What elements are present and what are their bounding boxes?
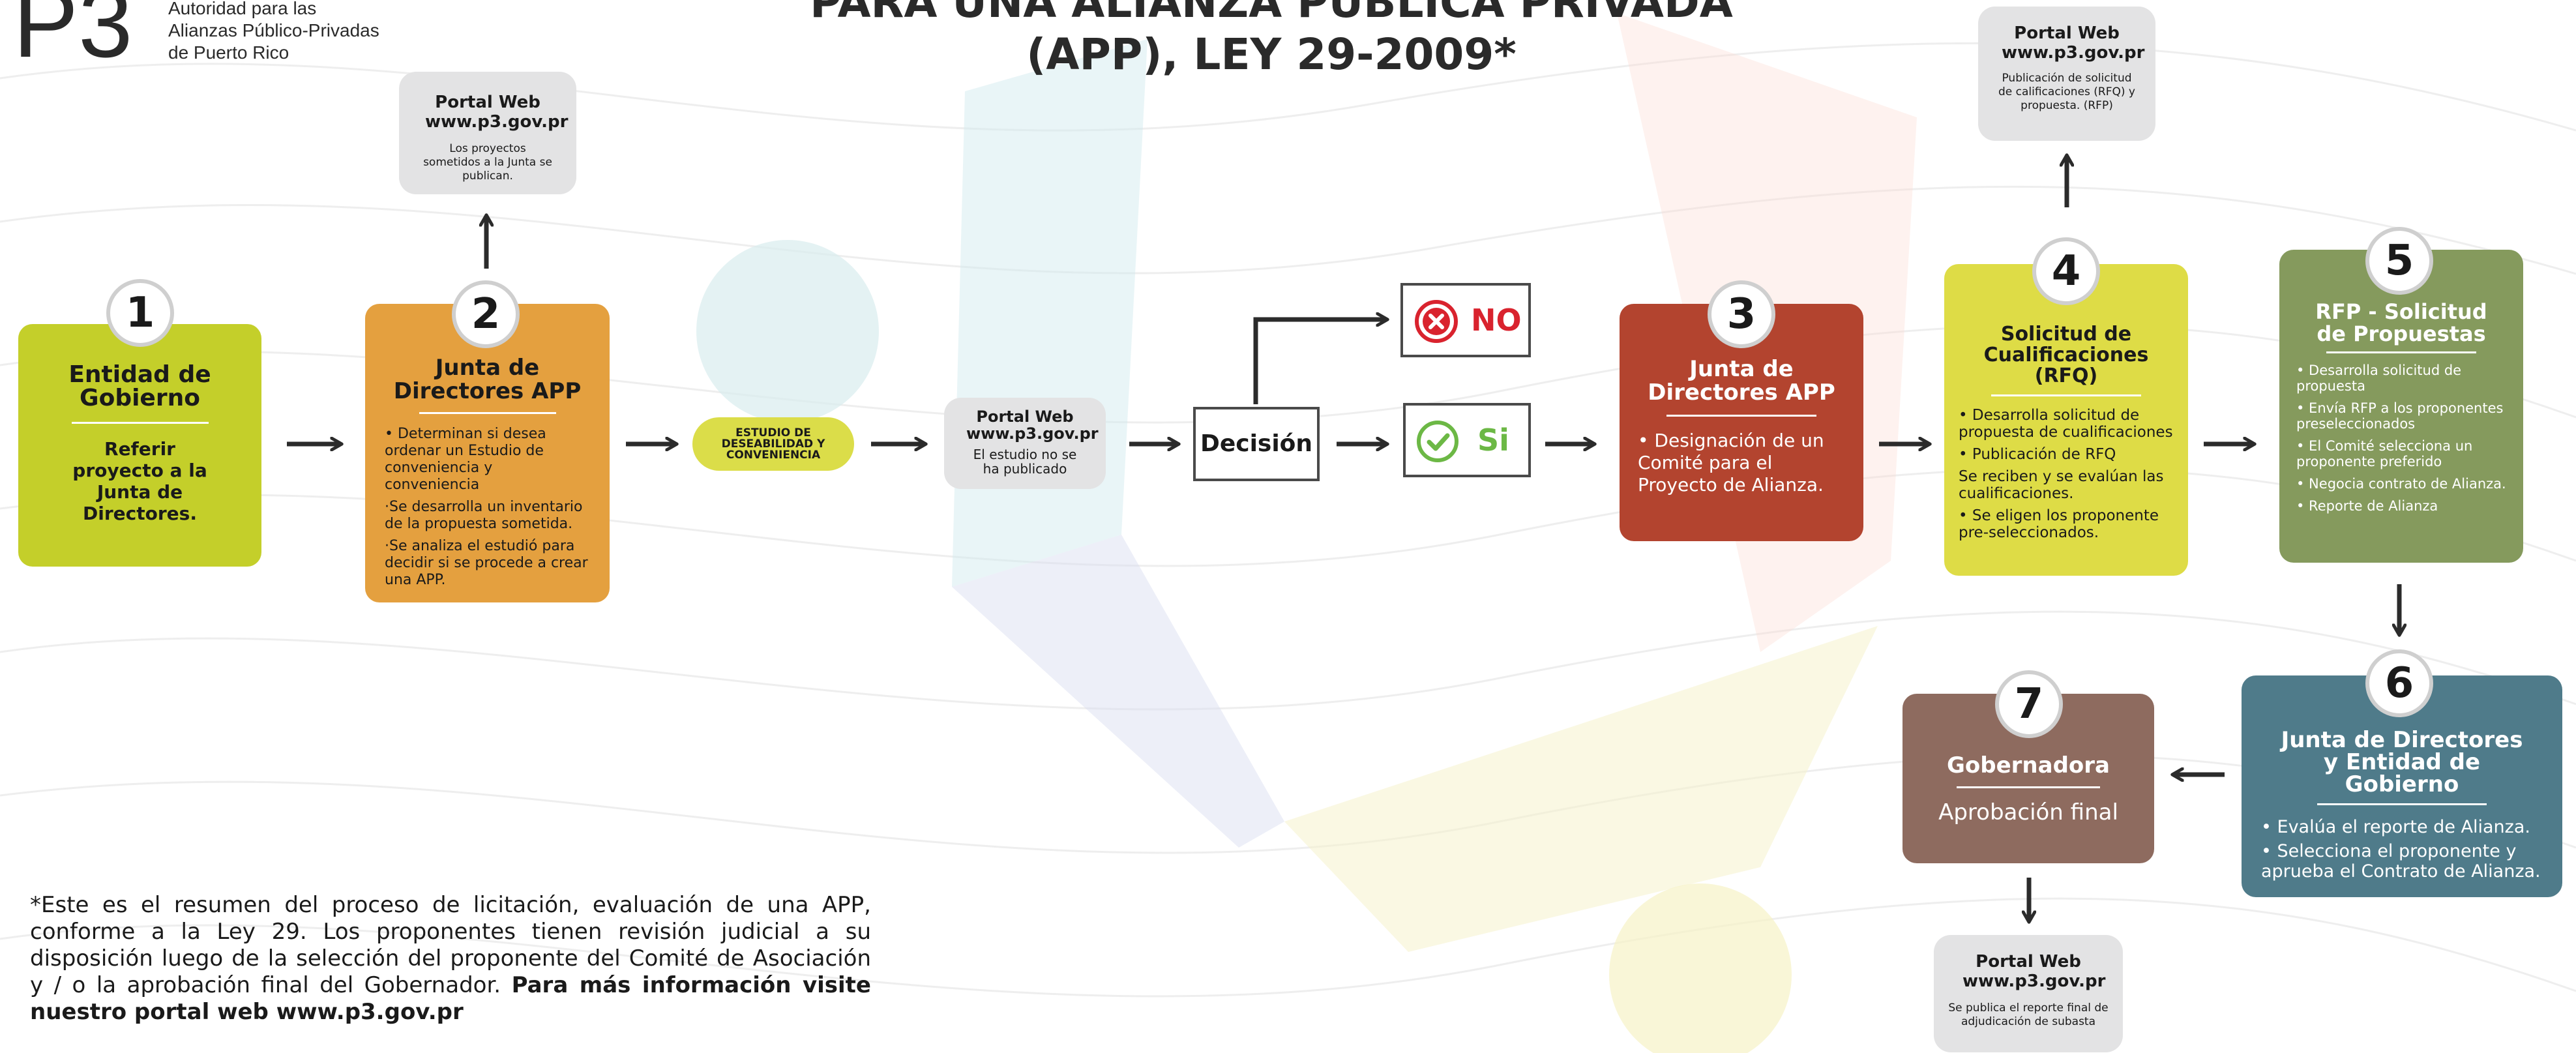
step-2-divider [419,412,556,414]
step-1-divider [71,422,209,424]
decision-no-box: NO [1400,283,1531,357]
no-label: NO [1471,303,1522,338]
title-line-1: PARA UNA ALIANZA PÚBLICA PRIVADA [810,0,1733,27]
decision-label: Decisión [1200,430,1313,457]
step-3-number: 3 [1708,280,1775,348]
checkmark-icon [1417,421,1458,462]
step-5-list: • Desarrolla solicitud de propuesta • En… [2290,363,2513,514]
footnote: *Este es el resumen del proceso de licit… [30,892,871,1026]
step-3-title: Junta de Directores APP [1648,356,1835,406]
footnote-text: *Este es el resumen del proceso de licit… [30,892,871,998]
step-6-number: 6 [2365,649,2433,717]
portal-title: Portal Web www.p3.gov.pr [425,93,569,132]
step-4-title: Solicitud de Cualificaciones (RFQ) [1983,323,2149,387]
step-1-number: 1 [106,279,174,347]
decision-yes-box: Si [1403,403,1531,477]
footnote-link-text: Para más información visite nuestro port… [30,972,871,1025]
org-line-1: Autoridad para las [168,0,317,18]
logo: P3 [13,0,163,72]
step-3-item: • Designación de un Comité para el Proye… [1638,430,1824,496]
page-title: PARA UNA ALIANZA PÚBLICA PRIVADA (APP), … [717,0,1826,81]
step-6-list: • Evalúa el reporte de Alianza. • Selecc… [2253,817,2551,882]
step-3-list: • Designación de un Comité para el Proye… [1631,430,1852,496]
step-2-number: 2 [452,280,520,348]
portal-desc: Los proyectos sometidos a la Junta se pu… [423,142,552,183]
step-2-list: • Determinan si desea ordenar un Estudio… [377,426,598,589]
portal-step-2: Portal Web www.p3.gov.pr Los proyectos s… [399,72,576,194]
step-2-item: ·Se desarrolla un inventario de la propu… [385,499,583,532]
decision-box: Decisión [1193,407,1320,481]
org-name: Autoridad para las Alianzas Público-Priv… [168,0,379,64]
step-3-divider [1666,415,1816,417]
portal-desc: Se publica el reporte final de adjudicac… [1948,1001,2109,1028]
arrow-decision-to-no [1253,319,1386,404]
step-2-item: ·Se analiza el estudió para decidir si s… [385,538,588,588]
step-6-item: • Selecciona el proponente y aprueba el … [2261,841,2541,882]
portal-step-7: Portal Web www.p3.gov.pr Se publica el r… [1934,935,2123,1052]
step-7-number: 7 [1995,670,2063,738]
step-1-box: Entidad de Gobierno Referir proyecto a l… [18,324,261,567]
portal-desc: Publicación de solicitud de calificacion… [1998,72,2135,112]
step-4-divider [1991,394,2141,396]
portal-title: Portal Web www.p3.gov.pr [966,408,1099,443]
step-4-item: • Publicación de RFQ [1959,446,2116,463]
org-line-3: de Puerto Rico [168,42,289,63]
portal-step-4: Portal Web www.p3.gov.pr Publicación de … [1978,7,2155,141]
portal-title: Portal Web www.p3.gov.pr [2002,23,2145,63]
step-4-box: Solicitud de Cualificaciones (RFQ) • Des… [1944,264,2188,576]
study-label: ESTUDIO DE DESEABILIDAD Y CONVENIENCIA [721,426,825,462]
step-7-box: Gobernadora Aprobación final [1902,694,2154,863]
step-2-box: Junta de Directores APP • Determinan si … [365,304,610,602]
step-7-title: Gobernadora [1947,752,2110,779]
no-icon [1415,300,1458,343]
step-6-title: Junta de Directores y Entidad de Gobiern… [2281,727,2523,797]
portal-study: Portal Web www.p3.gov.pr El estudio no s… [944,398,1106,489]
step-2-item: • Determinan si desea ordenar un Estudio… [385,426,546,493]
step-5-divider [2326,351,2476,353]
step-1-title: Entidad de Gobierno [68,361,211,411]
step-4-list: • Desarrolla solicitud de propuesta de c… [1955,407,2178,541]
step-5-box: RFP - Solicitud de Propuestas • Desarrol… [2279,250,2523,563]
step-6-divider [2317,803,2487,805]
step-7-desc: Aprobación final [1938,799,2118,825]
step-5-item: • Reporte de Alianza [2296,498,2438,514]
yes-label: Si [1477,423,1509,458]
step-4-item: • Se eligen los proponente pre-seleccion… [1959,507,2159,541]
step-6-box: Junta de Directores y Entidad de Gobiern… [2242,675,2562,897]
step-6-item: • Evalúa el reporte de Alianza. [2261,817,2530,837]
step-4-item: • Desarrolla solicitud de propuesta de c… [1959,407,2173,441]
step-7-divider [1957,786,2100,788]
title-line-2: (APP), LEY 29-2009* [1026,29,1517,80]
step-1-desc: Referir proyecto a la Junta de Directore… [72,438,207,524]
step-5-item: • Envía RFP a los proponentes preselecci… [2296,400,2504,432]
study-pill: ESTUDIO DE DESEABILIDAD Y CONVENIENCIA [692,417,854,471]
step-5-item: • El Comité selecciona un proponente pre… [2296,438,2473,469]
logo-mark: P3 [13,0,133,78]
step-4-number: 4 [2032,237,2100,305]
step-5-item: • Negocia contrato de Alianza. [2296,476,2506,492]
portal-desc: El estudio no se ha publicado [973,447,1077,477]
step-2-title: Junta de Directores APP [393,355,582,404]
portal-title: Portal Web www.p3.gov.pr [1962,952,2106,991]
step-5-number: 5 [2365,227,2433,295]
org-line-2: Alianzas Público-Privadas [168,20,379,40]
step-5-item: • Desarrolla solicitud de propuesta [2296,363,2462,394]
step-5-title: RFP - Solicitud de Propuestas [2315,299,2487,346]
step-4-item: Se reciben y se evalúan las cualificacio… [1959,468,2164,502]
